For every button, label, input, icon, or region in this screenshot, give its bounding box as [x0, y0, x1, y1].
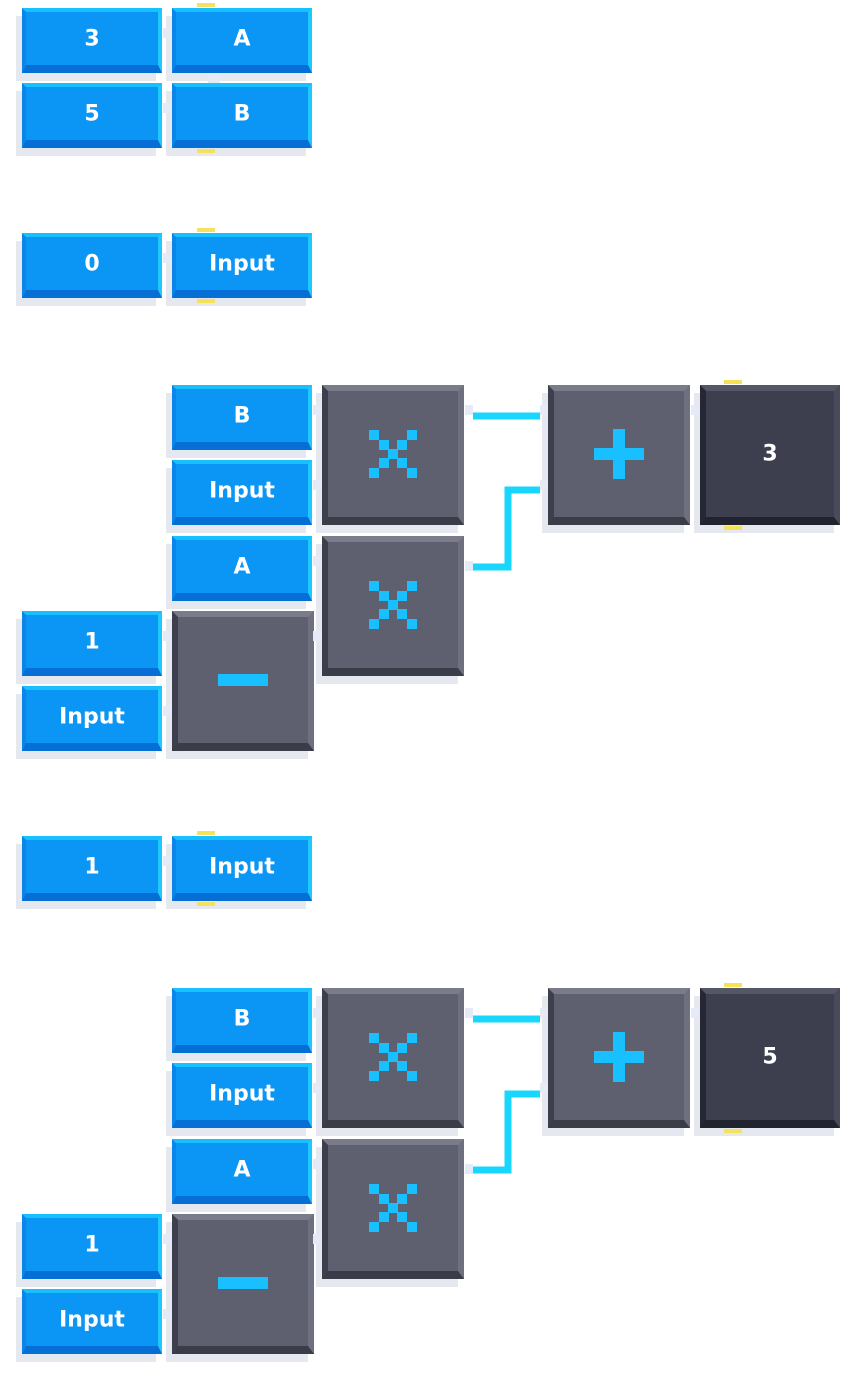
minus-icon — [218, 1277, 268, 1289]
variable-label: A — [233, 1157, 251, 1182]
value-block-1[interactable]: 1 — [22, 1214, 162, 1279]
connector-nub — [465, 405, 473, 415]
connector-nub — [313, 556, 321, 566]
hook-bottom — [724, 526, 742, 530]
connector-nub — [163, 856, 171, 866]
connector-nub — [163, 1234, 171, 1244]
variable-block-input[interactable]: Input — [172, 233, 312, 298]
connector-nub — [163, 1309, 171, 1319]
multiply-icon — [369, 1184, 417, 1232]
value-block-0[interactable]: 0 — [22, 233, 162, 298]
connector-nub — [313, 1159, 321, 1169]
hook-top — [724, 380, 742, 384]
connector-nub — [313, 1008, 321, 1018]
value-label: 1 — [84, 854, 100, 879]
multiply-operator-block[interactable] — [322, 1139, 464, 1279]
result-value: 5 — [762, 1044, 778, 1070]
value-label: 3 — [84, 26, 100, 51]
hook-top — [197, 831, 215, 835]
connector-nub — [163, 253, 171, 263]
connector-nub — [313, 1234, 321, 1244]
multiply-icon — [369, 581, 417, 629]
variable-block-input[interactable]: Input — [172, 836, 312, 901]
value-label: 1 — [84, 1232, 100, 1257]
connector-nub — [540, 480, 548, 490]
connector-nub — [313, 405, 321, 415]
value-block-3[interactable]: 3 — [22, 8, 162, 73]
connector-nub — [465, 1008, 473, 1018]
variable-block-b[interactable]: B — [172, 83, 312, 148]
variable-block-input[interactable]: Input — [22, 686, 162, 751]
variable-label: Input — [59, 704, 125, 729]
multiply-icon — [369, 430, 417, 478]
variable-block-input[interactable]: Input — [172, 460, 312, 525]
variable-block-a[interactable]: A — [172, 1139, 312, 1204]
variable-block-input[interactable]: Input — [172, 1063, 312, 1128]
hook-top — [724, 983, 742, 987]
result-block: 5 — [700, 988, 840, 1128]
variable-label: B — [233, 1006, 251, 1031]
connector-nub — [691, 405, 699, 415]
variable-label: Input — [209, 478, 275, 503]
connector-nub — [540, 405, 548, 415]
hook-bottom — [197, 299, 215, 303]
multiply-operator-block[interactable] — [322, 385, 464, 525]
variable-label: Input — [209, 1081, 275, 1106]
connector-nub — [465, 561, 473, 571]
variable-block-b[interactable]: B — [172, 988, 312, 1053]
wire — [473, 1090, 540, 1174]
minus-operator-block[interactable] — [172, 1214, 314, 1354]
value-label: 0 — [84, 251, 100, 276]
hook-bottom — [724, 1129, 742, 1133]
value-block-1[interactable]: 1 — [22, 836, 162, 901]
plus-icon — [594, 429, 644, 479]
plus-operator-block[interactable] — [548, 988, 690, 1128]
result-block: 3 — [700, 385, 840, 525]
connector-nub — [163, 706, 171, 716]
variable-label: Input — [209, 251, 275, 276]
variable-label: Input — [209, 854, 275, 879]
connector-nub — [465, 1164, 473, 1174]
variable-label: A — [233, 554, 251, 579]
variable-block-input[interactable]: Input — [22, 1289, 162, 1354]
plus-operator-block[interactable] — [548, 385, 690, 525]
value-label: 5 — [84, 101, 100, 126]
connector-nub — [163, 103, 171, 113]
multiply-icon — [369, 1033, 417, 1081]
variable-label: B — [233, 101, 251, 126]
connector-nub — [313, 480, 321, 490]
value-label: 1 — [84, 629, 100, 654]
hook-bottom — [197, 149, 215, 153]
connector-nub — [163, 28, 171, 38]
hook-top — [197, 228, 215, 232]
minus-operator-block[interactable] — [172, 611, 314, 751]
variable-block-a[interactable]: A — [172, 8, 312, 73]
variable-label: Input — [59, 1307, 125, 1332]
connector-nub — [313, 631, 321, 641]
connector-nub — [313, 1083, 321, 1093]
hook-bottom — [197, 902, 215, 906]
variable-label: B — [233, 403, 251, 428]
connector-nub — [208, 73, 220, 83]
plus-icon — [594, 1032, 644, 1082]
hook-top — [197, 3, 215, 7]
variable-block-a[interactable]: A — [172, 536, 312, 601]
value-block-5[interactable]: 5 — [22, 83, 162, 148]
connector-nub — [540, 1083, 548, 1093]
multiply-operator-block[interactable] — [322, 988, 464, 1128]
connector-nub — [691, 1008, 699, 1018]
variable-block-b[interactable]: B — [172, 385, 312, 450]
wire — [473, 486, 540, 571]
variable-label: A — [233, 26, 251, 51]
result-value: 3 — [762, 441, 778, 467]
value-block-1[interactable]: 1 — [22, 611, 162, 676]
multiply-operator-block[interactable] — [322, 536, 464, 676]
minus-icon — [218, 674, 268, 686]
connector-nub — [540, 1008, 548, 1018]
connector-nub — [163, 631, 171, 641]
